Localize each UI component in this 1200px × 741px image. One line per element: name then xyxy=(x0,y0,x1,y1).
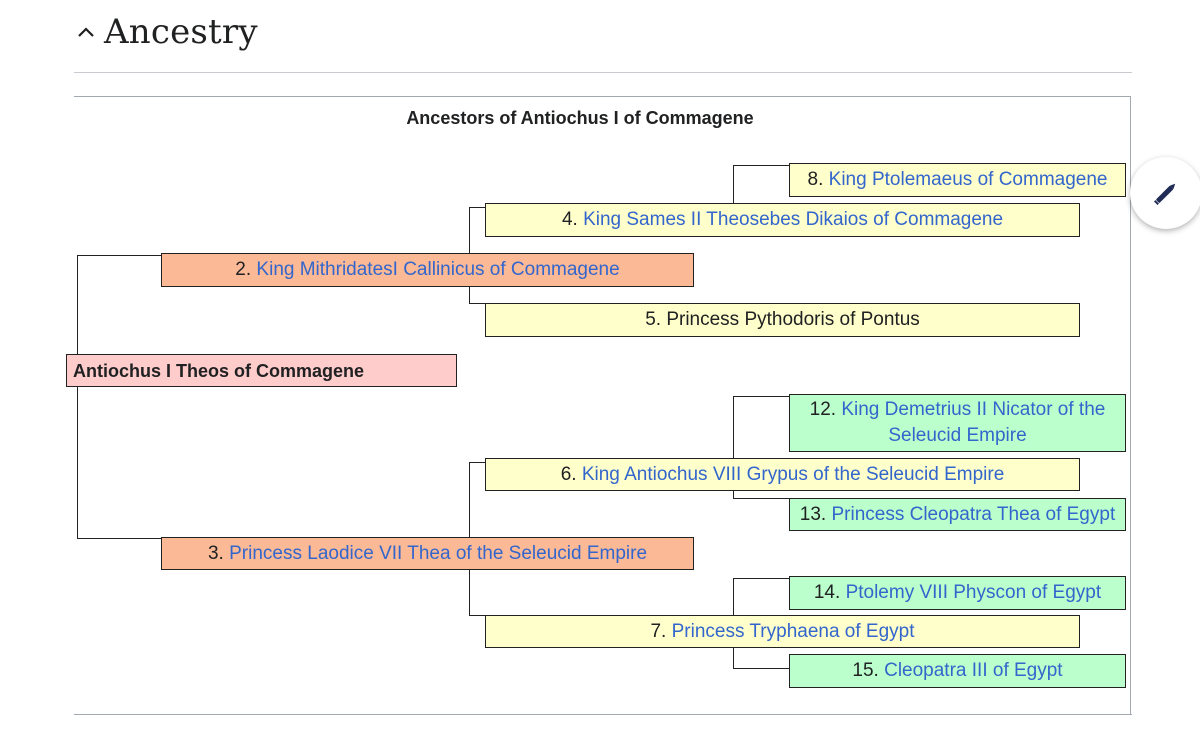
connector-line xyxy=(469,615,486,616)
table-bottom-border xyxy=(74,714,1132,715)
connector-line xyxy=(77,538,162,539)
connector-line xyxy=(733,647,734,669)
tree-node-12: 12. King Demetrius II Nicator of the Sel… xyxy=(789,394,1126,452)
section-header[interactable]: Ancestry xyxy=(74,10,258,54)
connector-line xyxy=(469,207,486,208)
node-label: 5. Princess Pythodoris of Pontus xyxy=(645,309,920,330)
pencil-icon xyxy=(1153,183,1176,206)
ancestry-table xyxy=(74,96,1131,715)
connector-line xyxy=(733,498,790,499)
section-title: Ancestry xyxy=(104,12,258,52)
node-link[interactable]: King MithridatesI Callinicus of Commagen… xyxy=(256,259,620,280)
tree-node-8: 8. King Ptolemaeus of Commagene xyxy=(789,163,1126,197)
node-number: 6. xyxy=(560,463,577,485)
node-link[interactable]: King Demetrius II Nicator of the Seleuci… xyxy=(841,399,1106,446)
node-number: 4. xyxy=(561,209,578,230)
connector-line xyxy=(733,490,734,499)
connector-line xyxy=(77,255,78,539)
connector-line xyxy=(733,165,734,203)
node-number: 12. xyxy=(809,399,837,420)
node-number: 2. xyxy=(235,259,252,280)
node-link[interactable]: Cleopatra III of Egypt xyxy=(884,660,1063,681)
connector-line xyxy=(733,668,790,669)
tree-node-14: 14. Ptolemy VIII Physcon of Egypt xyxy=(789,576,1126,610)
node-number: 7. xyxy=(650,620,667,642)
node-link[interactable]: King Antiochus VIII Grypus of the Seleuc… xyxy=(581,463,1005,485)
connector-line xyxy=(733,578,790,579)
tree-node-3: 3. Princess Laodice VII Thea of the Sele… xyxy=(161,537,694,570)
node-number: 3. xyxy=(207,542,224,564)
node-link[interactable]: Princess Cleopatra Thea of Egypt xyxy=(831,503,1116,525)
tree-caption: Ancestors of Antiochus I of Commagene xyxy=(406,108,754,128)
connector-line xyxy=(733,165,790,166)
connector-line xyxy=(469,303,486,304)
node-link[interactable]: Princess Tryphaena of Egypt xyxy=(671,620,915,642)
edit-button[interactable] xyxy=(1130,157,1200,229)
tree-node-7: 7. Princess Tryphaena of Egypt xyxy=(485,615,1080,648)
chevron-up-icon[interactable] xyxy=(74,20,98,44)
node-number: 14. xyxy=(813,582,841,603)
node-number: 13. xyxy=(799,503,827,525)
section-divider xyxy=(74,72,1132,73)
connector-line xyxy=(733,396,790,397)
tree-node-subject: Antiochus I Theos of Commagene xyxy=(66,354,457,387)
connector-line xyxy=(469,207,470,255)
connector-line xyxy=(733,396,734,459)
node-number: 15. xyxy=(852,660,879,681)
connector-line xyxy=(469,569,470,616)
node-link[interactable]: Princess Laodice VII Thea of the Seleuci… xyxy=(229,542,648,564)
tree-node-13: 13. Princess Cleopatra Thea of Egypt xyxy=(789,498,1126,531)
tree-node-4: 4. King Sames II Theosebes Dikaios of Co… xyxy=(485,203,1080,237)
node-link[interactable]: King Sames II Theosebes Dikaios of Comma… xyxy=(583,209,1004,230)
tree-node-5: 5. Princess Pythodoris of Pontus xyxy=(485,303,1080,337)
connector-line xyxy=(733,578,734,616)
connector-line xyxy=(469,286,470,304)
node-number: 8. xyxy=(807,169,824,190)
connector-line xyxy=(469,462,470,538)
tree-node-6: 6. King Antiochus VIII Grypus of the Sel… xyxy=(485,458,1080,491)
node-link[interactable]: King Ptolemaeus of Commagene xyxy=(828,169,1108,190)
node-link[interactable]: Ptolemy VIII Physcon of Egypt xyxy=(845,582,1102,603)
tree-node-15: 15. Cleopatra III of Egypt xyxy=(789,654,1126,688)
connector-line xyxy=(77,255,162,256)
tree-node-2: 2. King MithridatesI Callinicus of Comma… xyxy=(161,253,694,287)
connector-line xyxy=(469,462,486,463)
node-label: Antiochus I Theos of Commagene xyxy=(73,360,365,381)
